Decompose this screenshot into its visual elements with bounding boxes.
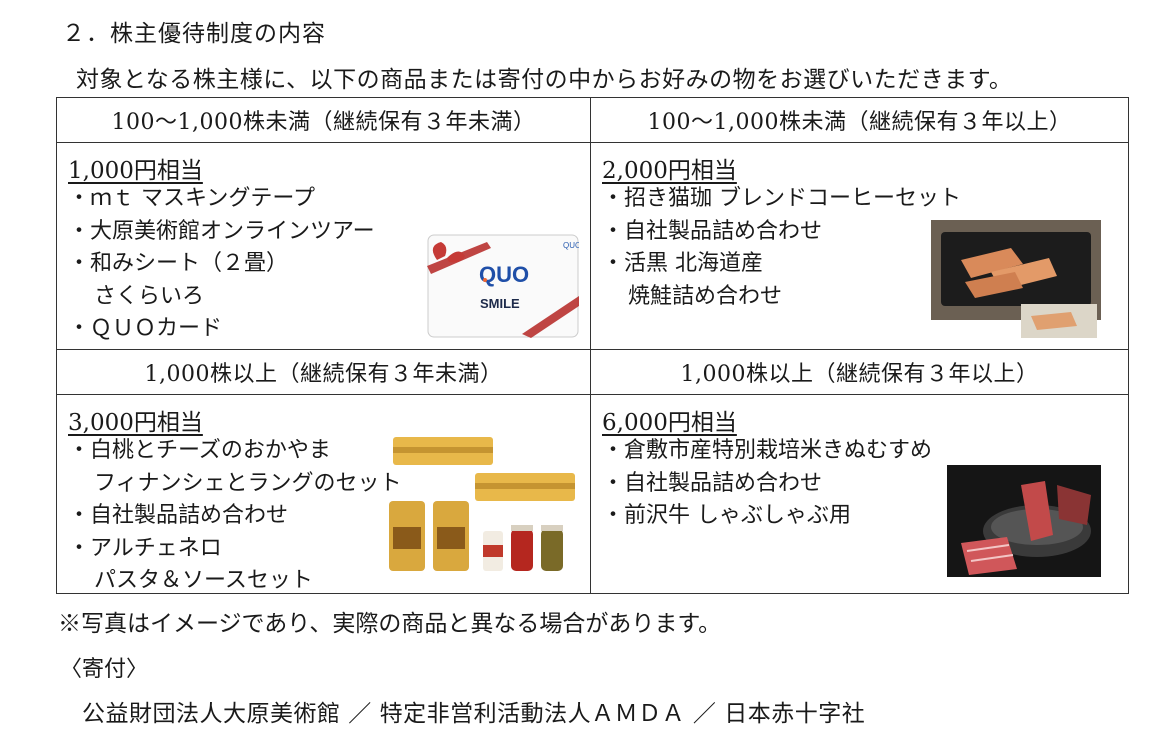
cell-1000yen: 1,000円相当 ・ｍｔ マスキングテープ ・大原美術館オンラインツアー ・和み… [56, 142, 591, 350]
list-item: パスタ＆ソースセット [94, 568, 313, 593]
tier-value: 1,000円相当 [68, 158, 203, 184]
donation-label: 〈寄付〉 [60, 657, 149, 682]
tier-value: 6,000円相当 [602, 410, 737, 436]
list-item: さくらいろ [94, 283, 205, 309]
list-item: ・倉敷市産特別栽培米きぬむすめ [602, 438, 933, 463]
cell-6000yen: 6,000円相当 ・倉敷市産特別栽培米きぬむすめ ・自社製品詰め合わせ ・前沢牛… [590, 394, 1129, 594]
section-heading: ２．株主優待制度の内容 [62, 21, 326, 47]
list-item: ・大原美術館オンラインツアー [68, 218, 375, 244]
list-item: ・前沢牛 しゃぶしゃぶ用 [602, 503, 851, 528]
pasta-sauce-photo [389, 437, 575, 571]
list-item: フィナンシェとラングのセット [94, 470, 402, 496]
quo-card-logo: QUO [479, 262, 529, 287]
header-tier-1: 100～1,000株未満（継続保有３年未満） [56, 97, 591, 143]
donation-orgs: 公益財団法人大原美術館 ／ 特定非営利活動法人ＡＭＤＡ ／ 日本赤十字社 [82, 701, 866, 727]
quo-card-label: QUO [563, 241, 579, 250]
list-item: 焼鮭詰め合わせ [628, 283, 783, 309]
header-tier-2: 100～1,000株未満（継続保有３年以上） [590, 97, 1129, 143]
list-item: ・自社製品詰め合わせ [602, 470, 823, 496]
tier-value: 2,000円相当 [602, 158, 737, 184]
quo-card-slogan: SMILE [480, 296, 520, 311]
list-item: ・招き猫珈 ブレンドコーヒーセット [602, 186, 961, 211]
header-tier-3: 1,000株以上（継続保有３年未満） [56, 349, 591, 395]
benefits-table: 100～1,000株未満（継続保有３年未満） 100～1,000株未満（継続保有… [56, 97, 1129, 594]
list-item: ・アルチェネロ [68, 535, 222, 561]
list-item: ・ｍｔ マスキングテープ [68, 186, 316, 211]
grilled-salmon-photo [931, 220, 1101, 338]
list-item: ・和みシート（２畳） [68, 251, 289, 276]
shabu-shabu-beef-photo [947, 465, 1101, 577]
intro-text: 対象となる株主様に、以下の商品または寄付の中からお好みの物をお選びいただきます。 [76, 67, 1013, 93]
list-item: ・活黒 北海道産 [602, 251, 763, 276]
quo-card-image: QUO QUO SMILE [427, 234, 579, 338]
cell-2000yen: 2,000円相当 ・招き猫珈 ブレンドコーヒーセット ・自社製品詰め合わせ ・活… [590, 142, 1129, 350]
list-item: ・自社製品詰め合わせ [602, 218, 823, 244]
list-item: ・白桃とチーズのおかやま [68, 438, 331, 463]
photo-disclaimer: ※写真はイメージであり、実際の商品と異なる場合があります。 [58, 611, 722, 637]
tier-value: 3,000円相当 [68, 410, 203, 436]
list-item: ・ＱＵＯカード [68, 316, 223, 341]
header-tier-4: 1,000株以上（継続保有３年以上） [590, 349, 1129, 395]
cell-3000yen: 3,000円相当 ・白桃とチーズのおかやま フィナンシェとラングのセット ・自社… [56, 394, 591, 594]
list-item: ・自社製品詰め合わせ [68, 503, 289, 528]
